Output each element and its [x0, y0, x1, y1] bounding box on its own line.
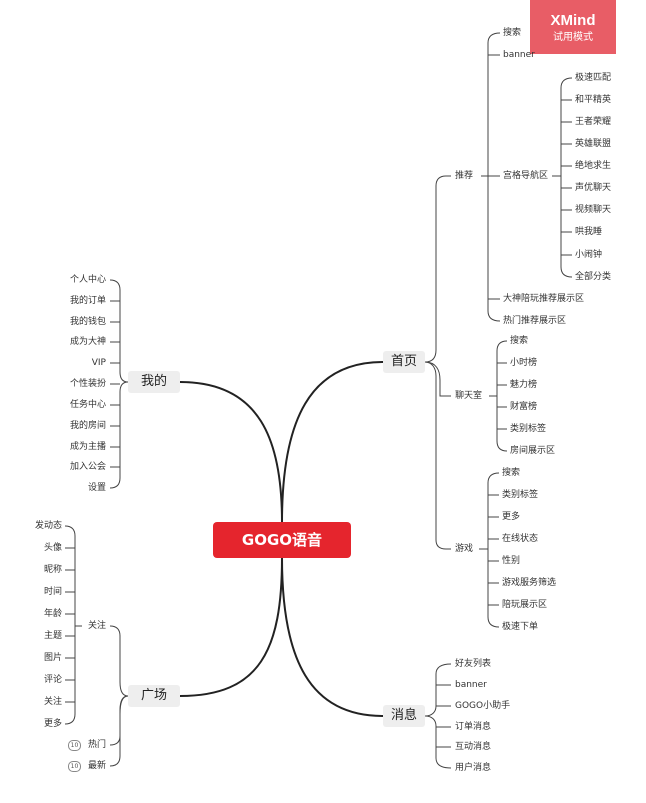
mine-item[interactable]: 任务中心 — [69, 400, 106, 410]
topic-home[interactable]: 首页 — [383, 351, 425, 373]
follow-item[interactable]: 时间 — [43, 587, 62, 597]
grid-nav-item[interactable]: 和平精英 — [575, 95, 612, 105]
message-item[interactable]: 好友列表 — [455, 659, 492, 669]
game-item[interactable]: 游戏服务筛选 — [502, 578, 557, 588]
follow-item[interactable]: 主题 — [43, 631, 62, 641]
watermark-brand: XMind — [550, 12, 596, 29]
grid-nav-item[interactable]: 哄我睡 — [575, 227, 603, 237]
mine-item[interactable]: 设置 — [87, 483, 106, 493]
grid-nav-item[interactable]: 英雄联盟 — [575, 139, 612, 149]
recommend-item[interactable]: banner — [503, 50, 535, 60]
mine-item[interactable]: 成为主播 — [69, 442, 106, 452]
follow-item[interactable]: 头像 — [43, 543, 62, 553]
chatroom-item[interactable]: 魅力榜 — [510, 380, 538, 390]
game-item[interactable]: 在线状态 — [502, 534, 539, 544]
subtopic-hot[interactable]: 热门 — [87, 740, 106, 750]
grid-nav-item[interactable]: 极速匹配 — [575, 73, 612, 83]
chatroom-item[interactable]: 搜索 — [510, 336, 529, 346]
chatroom-item[interactable]: 小时榜 — [510, 358, 538, 368]
recommend-item[interactable]: 大神陪玩推荐展示区 — [503, 294, 585, 304]
mine-item[interactable]: 个性装扮 — [69, 379, 106, 389]
grid-nav-item[interactable]: 声优聊天 — [575, 183, 612, 193]
mine-item[interactable]: 成为大神 — [69, 337, 106, 347]
game-item[interactable]: 极速下单 — [502, 622, 539, 632]
game-item[interactable]: 类别标签 — [502, 490, 539, 500]
game-item[interactable]: 更多 — [502, 512, 521, 522]
count-badge: 10 — [68, 740, 81, 751]
central-topic[interactable]: GOGO语音 — [213, 522, 351, 558]
subtopic-recommend[interactable]: 推荐 — [455, 171, 474, 181]
follow-item[interactable]: 更多 — [43, 719, 62, 729]
xmind-trial-watermark: XMind 试用模式 — [530, 0, 616, 54]
chatroom-item[interactable]: 房间展示区 — [510, 446, 556, 456]
subtopic-latest[interactable]: 最新 — [87, 761, 106, 771]
follow-item[interactable]: 年龄 — [43, 609, 62, 619]
grid-nav-item[interactable]: 视频聊天 — [575, 205, 612, 215]
message-item[interactable]: 订单消息 — [455, 722, 492, 732]
message-item[interactable]: banner — [455, 680, 487, 690]
mine-item[interactable]: VIP — [91, 358, 106, 368]
grid-nav-item[interactable]: 绝地求生 — [575, 161, 612, 171]
count-badge: 10 — [68, 761, 81, 772]
watermark-subtitle: 试用模式 — [553, 32, 593, 43]
message-item[interactable]: 用户消息 — [455, 763, 492, 773]
subtopic-game[interactable]: 游戏 — [455, 544, 474, 554]
game-item[interactable]: 搜索 — [502, 468, 521, 478]
grid-nav-item[interactable]: 全部分类 — [575, 272, 612, 282]
game-item[interactable]: 性别 — [502, 556, 521, 566]
recommend-item[interactable]: 热门推荐展示区 — [503, 316, 567, 326]
mine-item[interactable]: 我的钱包 — [69, 317, 106, 327]
follow-item[interactable]: 评论 — [43, 675, 62, 685]
game-item[interactable]: 陪玩展示区 — [502, 600, 548, 610]
follow-item[interactable]: 关注 — [43, 697, 62, 707]
grid-nav-item[interactable]: 小闹钟 — [575, 250, 603, 260]
topic-plaza[interactable]: 广场 — [128, 685, 180, 707]
message-item[interactable]: GOGO小助手 — [455, 701, 511, 711]
mine-item[interactable]: 我的订单 — [69, 296, 106, 306]
topic-message[interactable]: 消息 — [383, 705, 425, 727]
chatroom-item[interactable]: 类别标签 — [510, 424, 547, 434]
mine-item[interactable]: 个人中心 — [69, 275, 106, 285]
subtopic-grid-nav[interactable]: 宫格导航区 — [503, 171, 549, 181]
subtopic-follow[interactable]: 关注 — [87, 621, 106, 631]
message-item[interactable]: 互动消息 — [455, 742, 492, 752]
follow-item[interactable]: 昵称 — [43, 565, 62, 575]
topic-mine[interactable]: 我的 — [128, 371, 180, 393]
grid-nav-item[interactable]: 王者荣耀 — [575, 117, 612, 127]
follow-item[interactable]: 发动态 — [34, 521, 62, 531]
recommend-item[interactable]: 搜索 — [503, 28, 522, 38]
mine-item[interactable]: 加入公会 — [69, 462, 106, 472]
subtopic-chatroom[interactable]: 聊天室 — [455, 391, 483, 401]
chatroom-item[interactable]: 财富榜 — [510, 402, 538, 412]
follow-item[interactable]: 图片 — [43, 653, 62, 663]
mine-item[interactable]: 我的房间 — [69, 421, 106, 431]
